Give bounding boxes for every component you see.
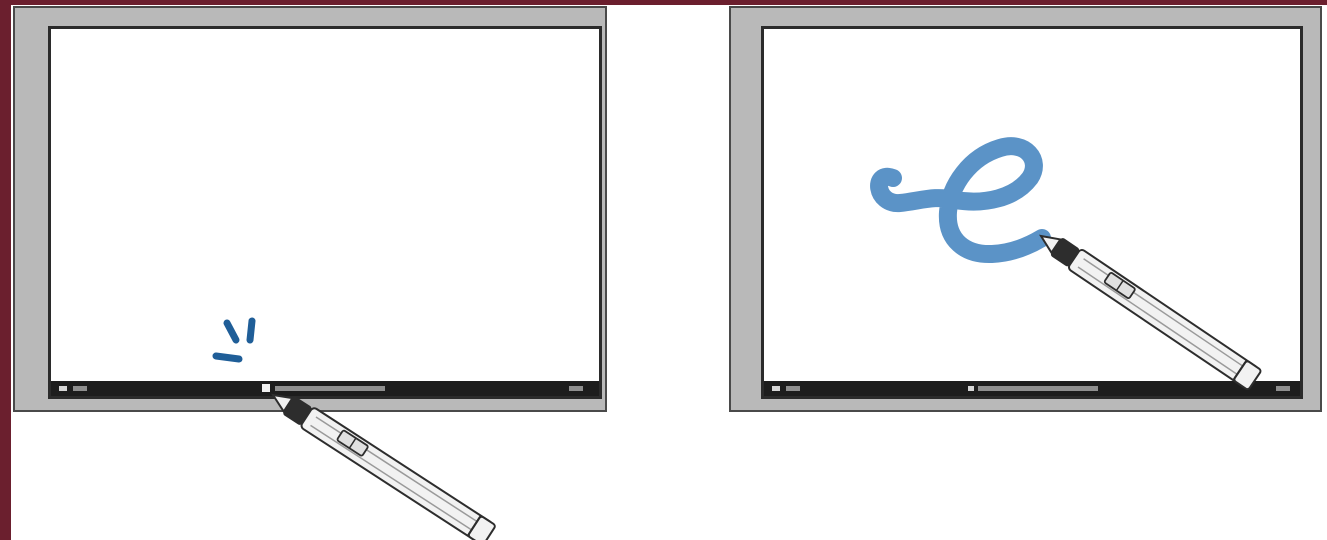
interactive-pen-icon[interactable]	[266, 385, 495, 540]
interactive-pen-icon[interactable]	[1034, 226, 1261, 390]
tap-indicator-icon	[216, 321, 252, 359]
handwritten-e-stroke	[879, 146, 1042, 254]
